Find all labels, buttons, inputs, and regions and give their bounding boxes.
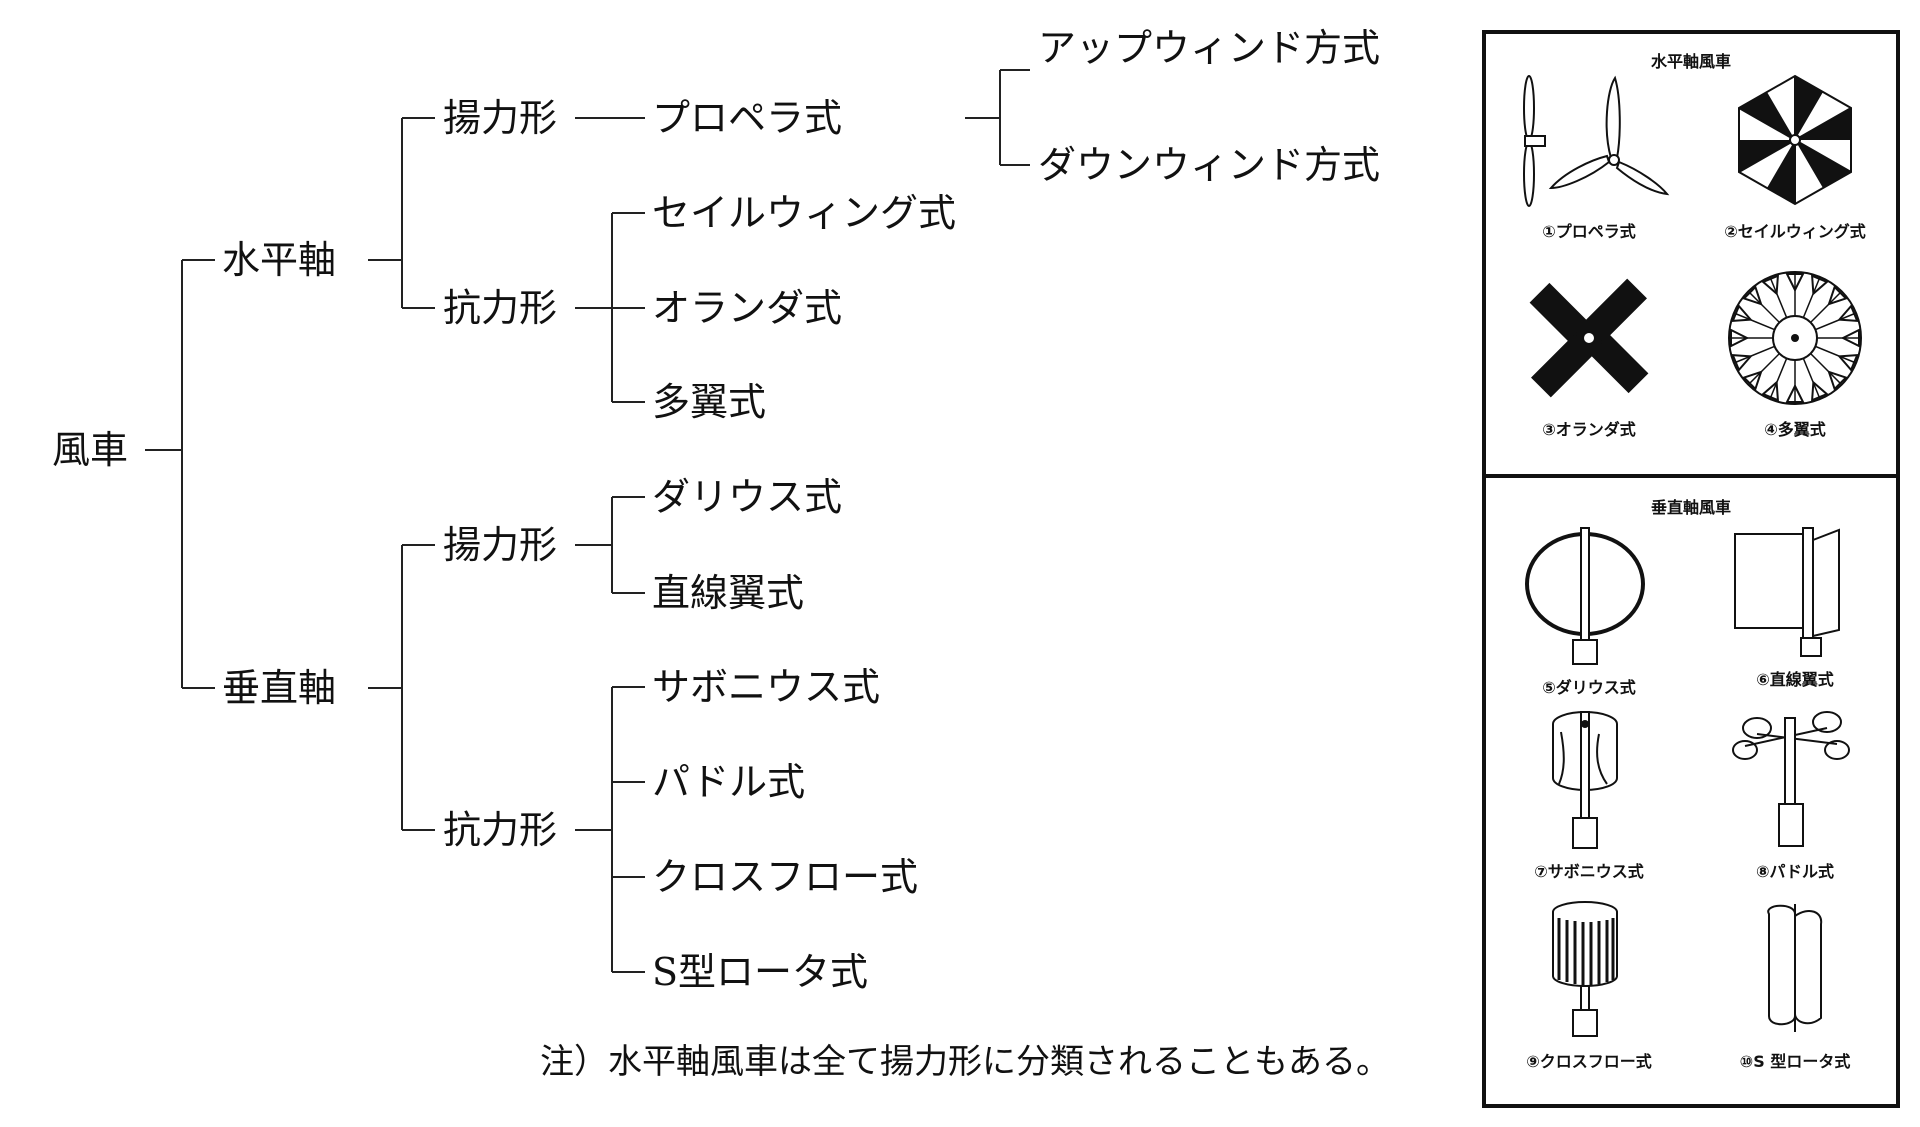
cell-paddle: ⑧パドル式 — [1700, 710, 1890, 882]
footnote: 注）水平軸風車は全て揚力形に分類されることもある。 — [540, 1042, 1390, 1082]
cell-darrieus: ⑤ダリウス式 — [1494, 526, 1684, 698]
cell-multiblade: ④多翼式 — [1700, 268, 1890, 440]
sailwing-icon — [1738, 74, 1852, 206]
node-paddle: パドル式 — [652, 760, 806, 804]
cell-sailwing: ②セイルウィング式 — [1700, 70, 1890, 242]
caption-darrieus: ⑤ダリウス式 — [1542, 678, 1636, 697]
cell-s-rotor: ⑩S 型ロータ式 — [1700, 900, 1890, 1072]
vertical-panel-title: 垂直軸風車 — [1650, 498, 1731, 517]
node-crossflow: クロスフロー式 — [652, 855, 919, 899]
node-savonius: サボニウス式 — [652, 665, 881, 709]
node-upwind: アップウィンド方式 — [1038, 26, 1381, 70]
node-s-rotor: S型ロータ式 — [652, 950, 869, 994]
caption-multiblade: ④多翼式 — [1764, 420, 1826, 439]
cell-crossflow: ⑨クロスフロー式 — [1494, 900, 1684, 1072]
caption-crossflow: ⑨クロスフロー式 — [1526, 1052, 1652, 1071]
node-h-drag-type: 抗力形 — [443, 286, 558, 330]
multiblade-icon — [1728, 271, 1862, 405]
crossflow-icon — [1552, 901, 1618, 1037]
node-v-drag-type: 抗力形 — [443, 808, 558, 852]
cell-dutch: ③オランダ式 — [1494, 268, 1684, 440]
caption-sailwing: ②セイルウィング式 — [1724, 222, 1866, 241]
node-darrieus: ダリウス式 — [652, 475, 843, 519]
node-root-windmill: 風車 — [52, 428, 129, 472]
s-rotor-icon — [1767, 904, 1823, 1032]
node-dutch: オランダ式 — [652, 286, 843, 330]
node-multiblade: 多翼式 — [652, 380, 767, 424]
horizontal-panel-title: 水平軸風車 — [1650, 52, 1731, 71]
node-v-lift-type: 揚力形 — [443, 523, 558, 567]
node-downwind: ダウンウィンド方式 — [1038, 143, 1381, 187]
caption-propeller: ①プロペラ式 — [1542, 222, 1636, 241]
straight-wing-icon — [1734, 527, 1840, 657]
darrieus-icon — [1525, 527, 1645, 665]
propeller-icon — [1523, 75, 1670, 207]
node-sailwing: セイルウィング式 — [652, 191, 957, 235]
caption-dutch: ③オランダ式 — [1542, 420, 1636, 439]
paddle-icon — [1732, 711, 1850, 847]
panel-divider — [1486, 474, 1896, 478]
node-horizontal-axis: 水平軸 — [222, 238, 337, 282]
node-h-lift-type: 揚力形 — [443, 96, 558, 140]
node-propeller: プロペラ式 — [652, 96, 843, 140]
caption-s-rotor: ⑩S 型ロータ式 — [1739, 1052, 1851, 1071]
dutch-windmill-icon — [1529, 278, 1649, 398]
cell-savonius: ⑦サボニウス式 — [1494, 710, 1684, 882]
windmill-illustration-panel: 水平軸風車 垂直軸風車 ①プロペラ式 — [1482, 30, 1900, 1108]
node-straight-wing: 直線翼式 — [652, 571, 805, 615]
cell-propeller: ①プロペラ式 — [1494, 70, 1684, 242]
tree-connectors — [145, 69, 1030, 973]
node-vertical-axis: 垂直軸 — [222, 666, 337, 710]
caption-savonius: ⑦サボニウス式 — [1534, 862, 1644, 881]
savonius-icon — [1552, 711, 1618, 849]
cell-straight-wing: ⑥直線翼式 — [1700, 518, 1890, 690]
caption-paddle: ⑧パドル式 — [1755, 862, 1835, 881]
caption-straight-wing: ⑥直線翼式 — [1756, 670, 1834, 689]
